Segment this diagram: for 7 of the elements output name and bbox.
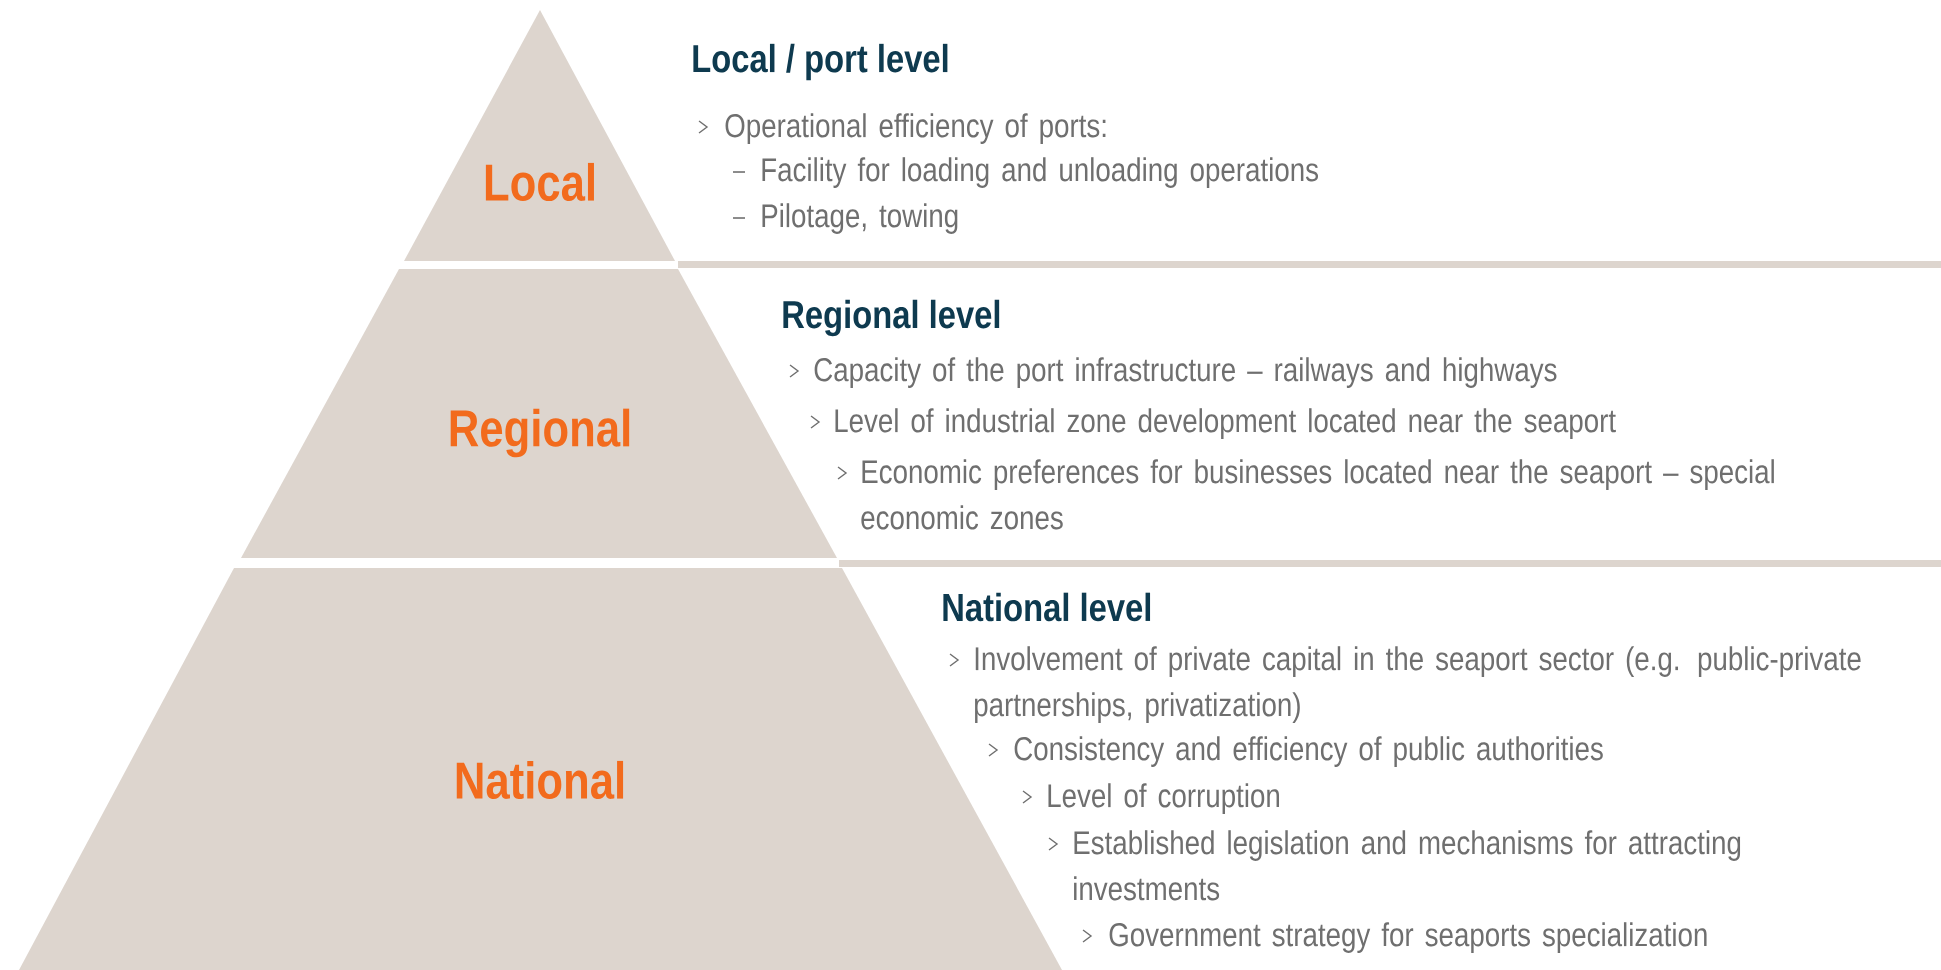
bullet-item: Pilotage, towing bbox=[732, 203, 958, 234]
heading: Local / port level bbox=[693, 43, 948, 81]
bullet-item: Operational efficiency of ports: bbox=[698, 113, 1106, 144]
bullet-item: Economic preferences for businesses located near the seaport – special economic zones bbox=[837, 459, 1774, 530]
bullet-item: Facility for loading and unloading operations bbox=[732, 157, 1318, 188]
bullet-item: Government strategy for seaports specialization bbox=[1082, 922, 1707, 953]
pyramid-tier: Local bbox=[404, 10, 675, 261]
